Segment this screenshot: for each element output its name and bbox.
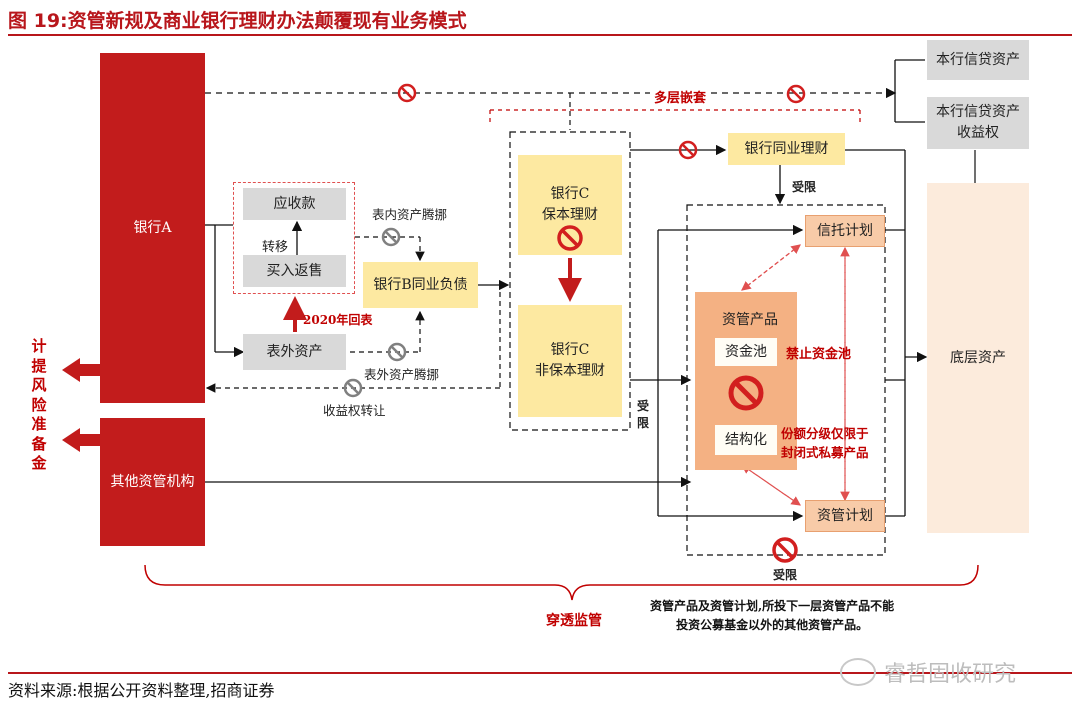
receivables-box: 应收款: [243, 188, 346, 220]
trust-plan-label: 信托计划: [817, 222, 873, 239]
bank-c-guaranteed-label: 银行C 保本理财: [542, 186, 598, 223]
footer-divider: [8, 672, 1072, 674]
tranche-limit-label: 份额分级仅限于 封闭式私募产品: [781, 426, 869, 460]
restricted-label-1: 受限: [792, 180, 817, 194]
bank-b-liab-label: 银行B同业负债: [373, 276, 468, 293]
off-balance-shift-label: 表外资产腾挪: [364, 367, 440, 382]
own-credit-assets-label: 本行信贷资产: [936, 51, 1020, 68]
prohibited-icon: [772, 537, 798, 563]
underlying-assets-label: 底层资产: [950, 349, 1006, 366]
am-plan-label: 资管计划: [817, 507, 873, 524]
structured-box: 结构化: [715, 425, 777, 455]
cash-pool-label: 资金池: [725, 343, 767, 360]
other-am-box: 其他资管机构: [100, 418, 205, 546]
wechat-logo-icon: [840, 658, 876, 686]
reverse-repo-label: 买入返售: [266, 262, 323, 279]
bank-c-nonguaranteed-label: 银行C 非保本理财: [535, 342, 605, 379]
prohibited-icon: [397, 83, 417, 103]
own-credit-assets-box: 本行信贷资产: [927, 40, 1029, 80]
provision-side-label: 计提风险准备金: [31, 337, 47, 472]
am-plan-box: 资管计划: [805, 500, 885, 532]
reverse-repo-box: 买入返售: [243, 255, 346, 287]
multi-layer-nesting-label: 多层嵌套: [650, 87, 711, 106]
blocked-circle-icon: [343, 378, 363, 398]
restricted-label-3: 受限: [773, 568, 798, 582]
prohibited-icon: [786, 84, 806, 104]
on-balance-shift-label: 表内资产腾挪: [372, 207, 448, 222]
receivables-label: 应收款: [273, 195, 316, 212]
interbank-wm-label: 银行同业理财: [744, 140, 829, 157]
figure-title: 图 19:资管新规及商业银行理财办法颠覆现有业务模式: [8, 10, 467, 32]
cash-pool-box: 资金池: [715, 338, 777, 366]
prohibited-icon: [557, 225, 583, 251]
title-divider: [8, 34, 1072, 36]
restricted-label-2: 受 限: [637, 399, 650, 430]
income-rights-transfer-label: 收益权转让: [323, 403, 386, 418]
return-2020-label: 2020年回表: [303, 313, 373, 327]
other-am-label: 其他资管机构: [110, 473, 195, 490]
blocked-circle-icon: [381, 227, 401, 247]
blocked-circle-icon: [387, 342, 407, 362]
trust-plan-box: 信托计划: [805, 215, 885, 247]
prohibited-icon: [678, 140, 698, 160]
ban-cash-pool-label: 禁止资金池: [786, 347, 852, 362]
bank-a-label: 银行A: [133, 219, 172, 236]
penetrating-supervision-label: 穿透监管: [546, 613, 602, 629]
prohibited-icon: [728, 375, 764, 411]
transfer-label: 转移: [262, 240, 289, 255]
bank-b-liab-box: 银行B同业负债: [363, 262, 478, 308]
interbank-wm-box: 银行同业理财: [728, 133, 845, 165]
bottom-note: 资管产品及资管计划,所投下一层资管产品不能 投资公募基金以外的其他资管产品。: [650, 599, 895, 633]
off-balance-label: 表外资产: [266, 343, 323, 360]
bank-a-box: 银行A: [100, 53, 205, 403]
own-credit-income-rights-label: 本行信贷资产 收益权: [936, 104, 1020, 141]
watermark-text: 睿哲固收研究: [884, 662, 1017, 687]
own-credit-income-rights-box: 本行信贷资产 收益权: [927, 97, 1029, 149]
am-product-label: 资管产品: [722, 312, 778, 328]
bank-c-nonguaranteed-box: 银行C 非保本理财: [518, 305, 622, 417]
off-balance-box: 表外资产: [243, 334, 346, 370]
underlying-assets-box: 底层资产: [927, 183, 1029, 533]
structured-label: 结构化: [725, 431, 767, 448]
on-balance-group: [233, 182, 355, 294]
source-note: 资料来源:根据公开资料整理,招商证券: [8, 681, 275, 700]
